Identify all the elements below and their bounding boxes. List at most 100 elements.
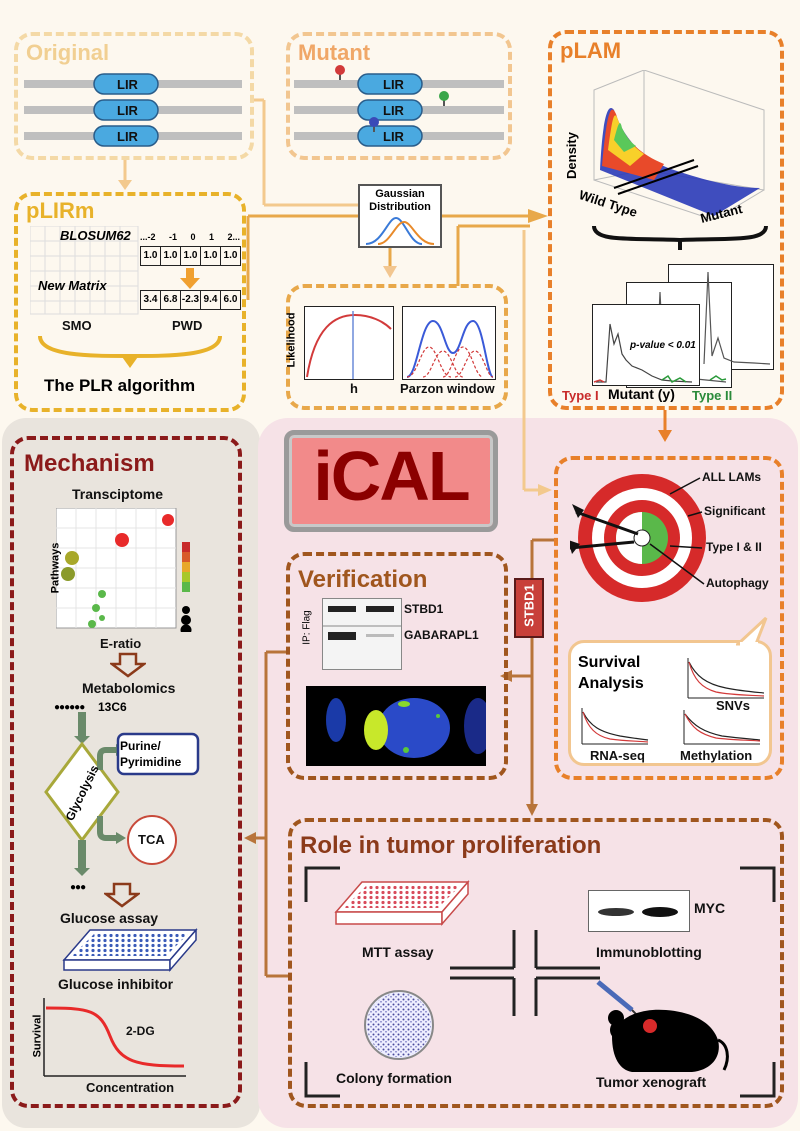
plirm-panel [14,192,246,412]
pwd-cell: 1.0 [141,247,161,265]
mutant-lir-3: LIR [383,129,404,144]
concentration-label: Concentration [86,1080,175,1095]
glucose-assay-label: Glucose assay [60,910,159,926]
pwd-row-1: 1.0 1.0 1.0 1.0 1.0 [140,246,241,266]
km-plot-rnaseq [581,708,649,745]
myc-bands [598,907,678,917]
metabolomics-label: Metabolomics [82,680,176,696]
plam-panel [548,30,784,410]
pwd-label: PWD [172,318,203,333]
pwd-header-3: 1 [208,232,214,242]
ical-title: iCAL [313,437,470,515]
pwd-header-4: 2... [227,232,240,242]
verification-title: Verification [298,566,428,593]
type1-label: Type I [562,388,599,403]
parzen-panel [286,284,508,410]
blot-bands [322,606,402,640]
methylation-label: Methylation [680,748,753,763]
target-label-all-lams: ALL LAMs [702,470,762,484]
pwd-cell: -2.3 [181,291,201,309]
purine-label: Purine/ Pyrimidine [120,739,182,769]
verification-panel [286,552,508,780]
colony-formation-label: Colony formation [336,1070,452,1086]
ip-flag-label: IP: Flag [301,610,313,645]
parzen-plot [402,306,496,380]
gaussian-box [358,184,442,248]
target-icon [570,474,706,602]
bottom-right-bg [258,418,798,1128]
plam-3d-surface [593,70,765,220]
original-lir-diagram [24,73,242,147]
mutant-lir-2: LIR [383,103,404,118]
h-label: h [350,381,358,396]
mutant-lir-diagram [294,65,504,147]
carbon-dots: ●●●●●● [54,702,85,713]
fluorescence-image [306,686,486,766]
2dg-label: 2-DG [126,1024,155,1038]
pwd-cell: 6.8 [161,291,181,309]
role-title: Role in tumor proliferation [300,832,602,859]
band-stbd1-label: STBD1 [404,602,444,616]
ical-title-box [284,430,498,532]
band-gabarapl1-label: GABARAPL1 [404,628,479,642]
plam-brace [592,225,768,250]
pvalue-label: p-value < 0.01 [630,340,696,351]
type2-label: Type II [692,388,733,403]
mutant-title: Mutant [298,40,371,65]
mouse-xenograft-icon [596,980,729,1072]
survival-title: Survival Analysis [578,654,644,692]
mutant-lir-1: LIR [383,77,404,92]
colony-dish [364,990,434,1060]
down-arrow-icon-2 [104,882,140,908]
new-matrix-label: New Matrix [38,278,107,293]
parzen-window-label: Parzon window [400,381,495,396]
pwd-cell: 6.0 [223,294,238,305]
pathways-axis-label: Pathways [49,542,62,594]
pwd-cell: 1.0 [181,247,201,265]
well-plate-blue [62,928,198,973]
rnaseq-label: RNA-seq [590,748,645,763]
transcriptome-label: Transciptome [72,486,164,502]
mechanism-panel [10,436,242,1108]
pwd-down-arrow-icon [180,268,200,289]
plr-algorithm-label: The PLR algorithm [44,376,196,395]
histogram-back-2-line [703,271,771,365]
original-lir-2: LIR [117,103,138,118]
plam-title: pLAM [560,38,622,63]
survival-bubble [568,640,772,766]
smo-label: SMO [62,318,92,333]
blosum-title: BLOSUM62 [60,228,131,243]
pwd-row-2: 3.4 6.8 -2.3 9.4 6.0 [140,290,241,310]
histogram-front-line [593,323,693,383]
mechanism-title: Mechanism [24,450,155,477]
mutant-y-label: Mutant (y) [608,386,675,402]
glucose-inhibitor-label: Glucose inhibitor [58,976,174,992]
target-label-autophagy: Autophagy [706,576,769,590]
role-panel [288,818,784,1108]
original-title: Original [26,40,110,65]
pwd-cell: 9.4 [201,291,221,309]
stbd1-label: STBD1 [521,584,537,627]
well-plate-red [334,880,470,927]
snvs-label: SNVs [716,698,750,713]
c13-label: 13C6 [98,700,127,714]
top-connectors [118,98,672,496]
pwd-header-1: -1 [168,232,177,242]
survival-bubble-tail [736,616,768,646]
mtt-label: MTT assay [362,944,434,960]
gaussian-curves [365,216,435,245]
pwd-cell: 1.0 [223,250,238,261]
tca-label: TCA [138,832,165,847]
end-dots: ●●● [70,882,86,893]
pwd-header-2: 0 [190,232,196,242]
immunoblotting-label: Immunoblotting [596,944,702,960]
pwd-cell: 3.4 [141,291,161,309]
glycolysis-flow [44,712,200,876]
target-panel [554,456,784,780]
original-panel [14,32,254,160]
pwd-header: ...-2 -1 0 1 2... [140,232,240,242]
parzen-curves [406,319,494,378]
xenograft-label: Tumor xenograft [596,1074,707,1090]
mutant-panel [286,32,512,160]
survival-axis-label: Survival [31,1014,44,1058]
